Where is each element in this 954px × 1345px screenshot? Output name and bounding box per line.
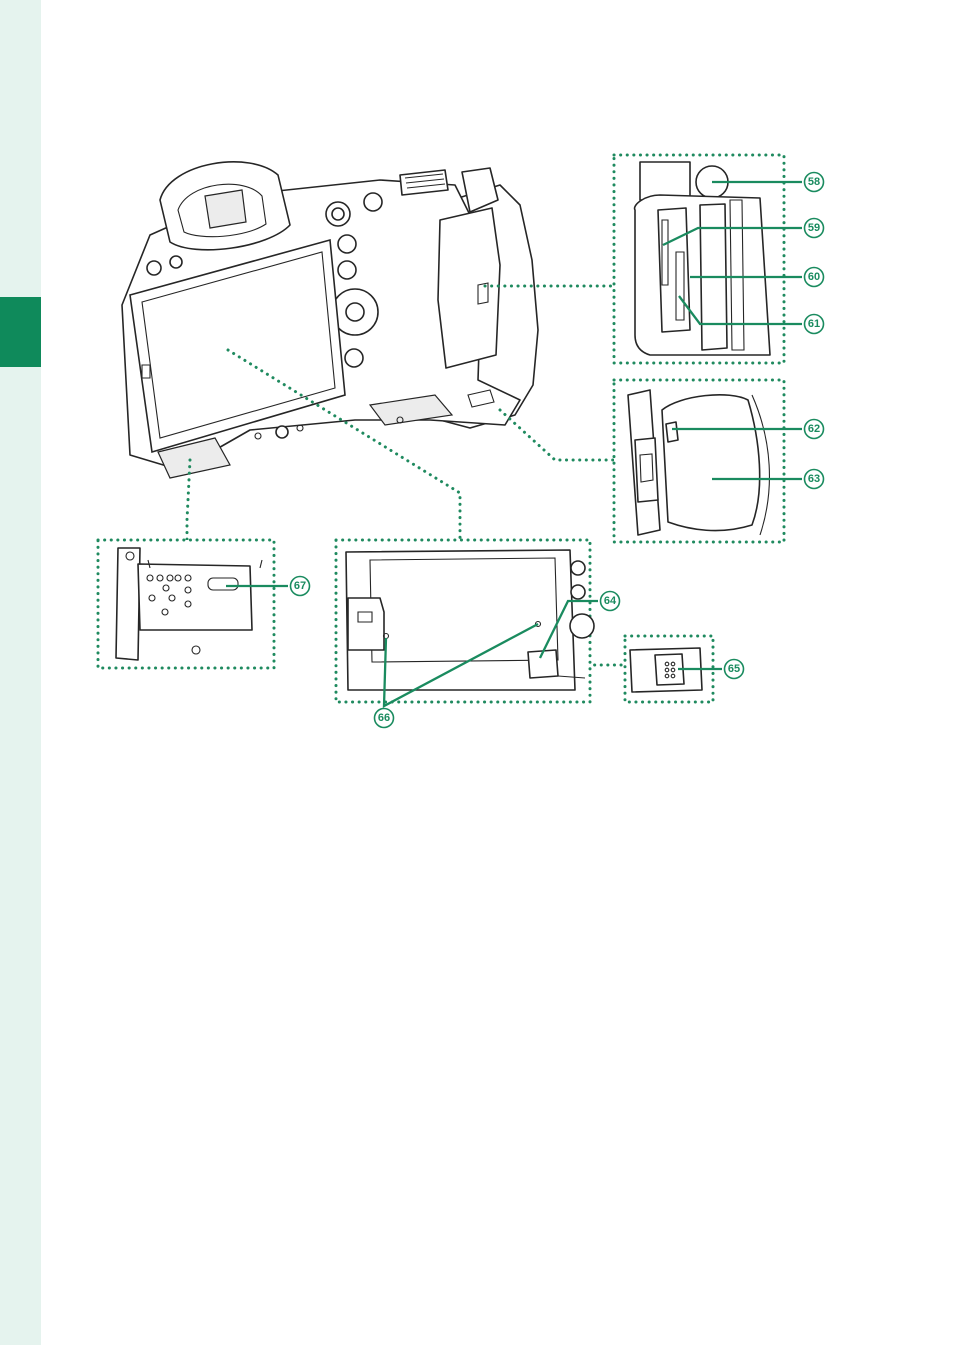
callout-60: 60 [805, 268, 824, 287]
callout-61-label: 61 [808, 318, 820, 330]
callout-64: 64 [601, 592, 620, 611]
detail-bottom-plate [98, 540, 274, 668]
detail-monitor [336, 540, 594, 702]
callout-63: 63 [805, 470, 824, 489]
callout-64-label: 64 [604, 595, 617, 607]
callout-58: 58 [805, 173, 824, 192]
callout-61: 61 [805, 315, 824, 334]
detail-battery-chamber [614, 380, 784, 542]
callout-60-label: 60 [808, 271, 820, 283]
detail-card-slots [614, 155, 784, 363]
callout-59-label: 59 [808, 222, 820, 234]
camera-body-illustration [122, 162, 538, 478]
callout-58-label: 58 [808, 176, 820, 188]
callout-62-label: 62 [808, 423, 820, 435]
callout-59: 59 [805, 219, 824, 238]
callout-63-label: 63 [808, 473, 820, 485]
callout-62: 62 [805, 420, 824, 439]
callout-66: 66 [375, 709, 394, 728]
callout-67: 67 [291, 577, 310, 596]
callout-65: 65 [725, 660, 744, 679]
callout-66-label: 66 [378, 712, 390, 724]
callout-65-label: 65 [728, 663, 740, 675]
callout-67-label: 67 [294, 580, 306, 592]
